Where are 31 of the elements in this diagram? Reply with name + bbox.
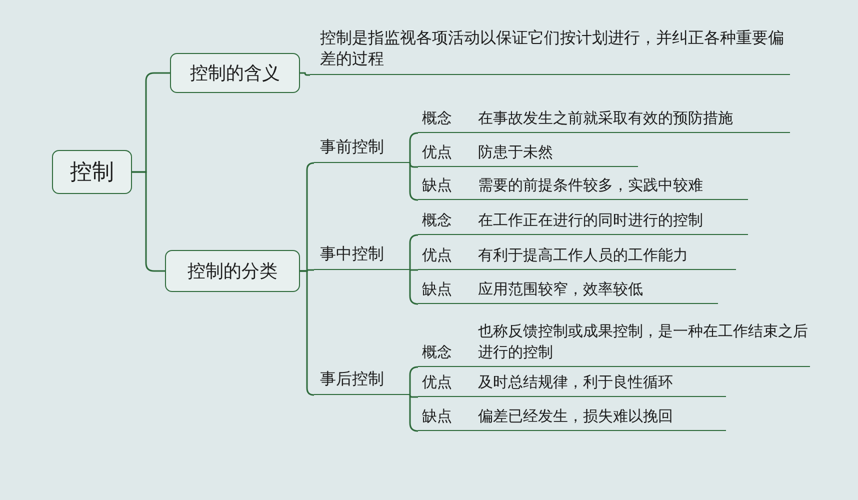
underlined-text: 控制是指监视各项活动以保证它们按计划进行，并纠正各种重要偏差的过程 — [310, 27, 790, 75]
row-text: 有利于提高工作人员的工作能力 — [478, 245, 688, 266]
row-label: 概念 — [421, 108, 453, 129]
row-text: 也称反馈控制或成果控制，是一种在工作结束之后进行的控制 — [478, 321, 809, 363]
row-text: 应用范围较窄，效率较低 — [478, 279, 643, 300]
row-text: 及时总结规律，利于良性循环 — [478, 372, 673, 393]
row-label: 优点 — [421, 245, 453, 266]
row-label: 概念 — [421, 210, 453, 231]
branch-line — [409, 234, 419, 271]
row-label: 缺点 — [421, 406, 453, 427]
branch-line — [409, 394, 418, 398]
row-label: 概念 — [421, 342, 453, 363]
branch-line — [132, 171, 165, 272]
row-label: 缺点 — [421, 279, 453, 300]
subtopic-text: 事中控制 — [314, 243, 410, 270]
row-label: 缺点 — [421, 175, 453, 196]
root-topic-box: 控制 — [52, 150, 132, 194]
row-label: 优点 — [421, 142, 453, 163]
topic-box: 控制的含义 — [170, 53, 300, 93]
row-text: 偏差已经发生，损失难以挽回 — [478, 406, 673, 427]
branch-line — [300, 72, 310, 76]
topic-box: 控制的分类 — [165, 250, 300, 292]
subtopic-text: 事后控制 — [314, 368, 410, 395]
row-text: 在事故发生之前就采取有效的预防措施 — [478, 108, 733, 129]
row-text: 在工作正在进行的同时进行的控制 — [478, 210, 703, 231]
row-text: 需要的前提条件较多，实践中较难 — [478, 175, 703, 196]
branch-line — [409, 269, 418, 271]
row-label: 优点 — [421, 372, 453, 393]
branch-line — [409, 162, 418, 168]
row-text: 防患于未然 — [478, 142, 553, 163]
subtopic-text: 事前控制 — [314, 136, 410, 163]
